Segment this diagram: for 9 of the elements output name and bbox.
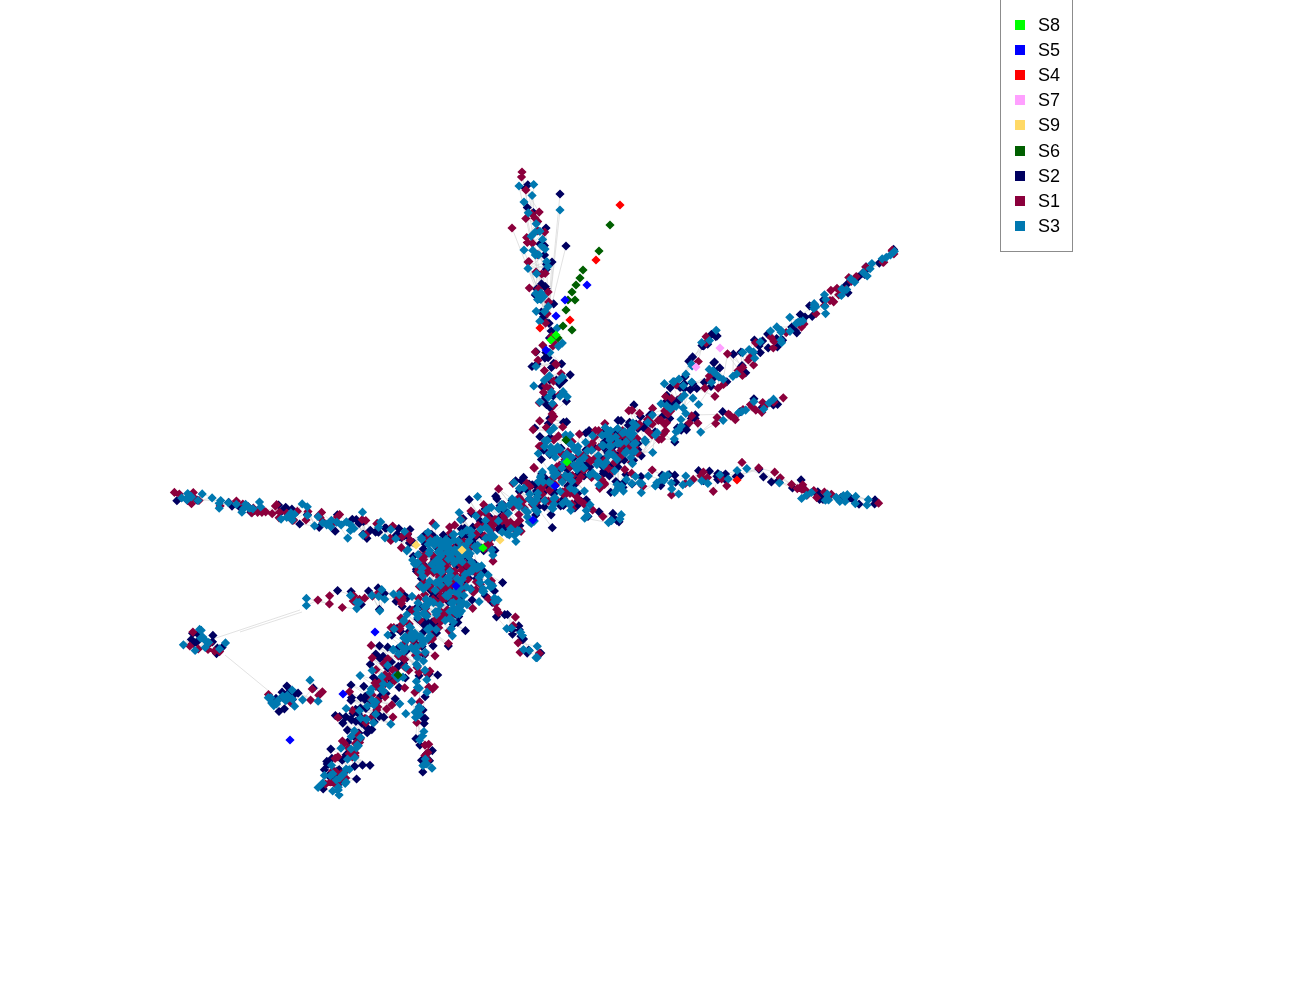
legend-label: S5 xyxy=(1038,40,1061,61)
legend-label: S7 xyxy=(1038,90,1061,111)
legend-label: S6 xyxy=(1038,140,1061,161)
legend-label: S8 xyxy=(1038,15,1061,35)
legend-label: S9 xyxy=(1038,115,1061,136)
legend-label: S2 xyxy=(1038,165,1061,186)
legend-label: S3 xyxy=(1038,215,1061,236)
legend-label: S4 xyxy=(1038,65,1061,86)
legend-label: S1 xyxy=(1038,190,1061,211)
